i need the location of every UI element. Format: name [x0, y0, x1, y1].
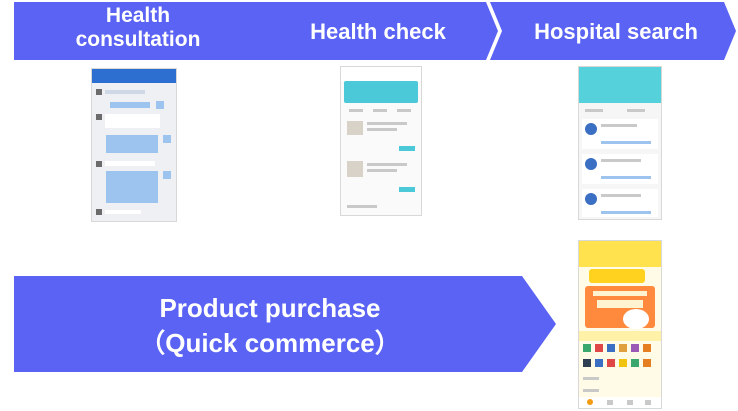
step-health-check-label: Health check: [310, 19, 446, 44]
screenshot-hospital-search: [578, 66, 662, 220]
screenshot-health-check: [340, 66, 422, 216]
screenshot-quick-commerce: [578, 240, 662, 409]
step-health-consultation-label: Health consultation: [75, 4, 201, 51]
arrow-product-purchase: [14, 276, 556, 372]
chevron-health-consultation: [14, 2, 268, 60]
hospital-search-header: [579, 67, 661, 103]
health-check-banner: [344, 81, 418, 103]
step-hospital-search-label: Hospital search: [534, 19, 698, 44]
screenshot-health-consultation: [91, 68, 177, 222]
chevron-hospital-search: [490, 2, 736, 60]
chevron-health-check: [254, 2, 498, 60]
product-purchase-line1: Product purchase: [159, 293, 381, 323]
product-purchase-line2: （Quick commerce）: [139, 328, 401, 358]
chat-header: [92, 69, 176, 83]
